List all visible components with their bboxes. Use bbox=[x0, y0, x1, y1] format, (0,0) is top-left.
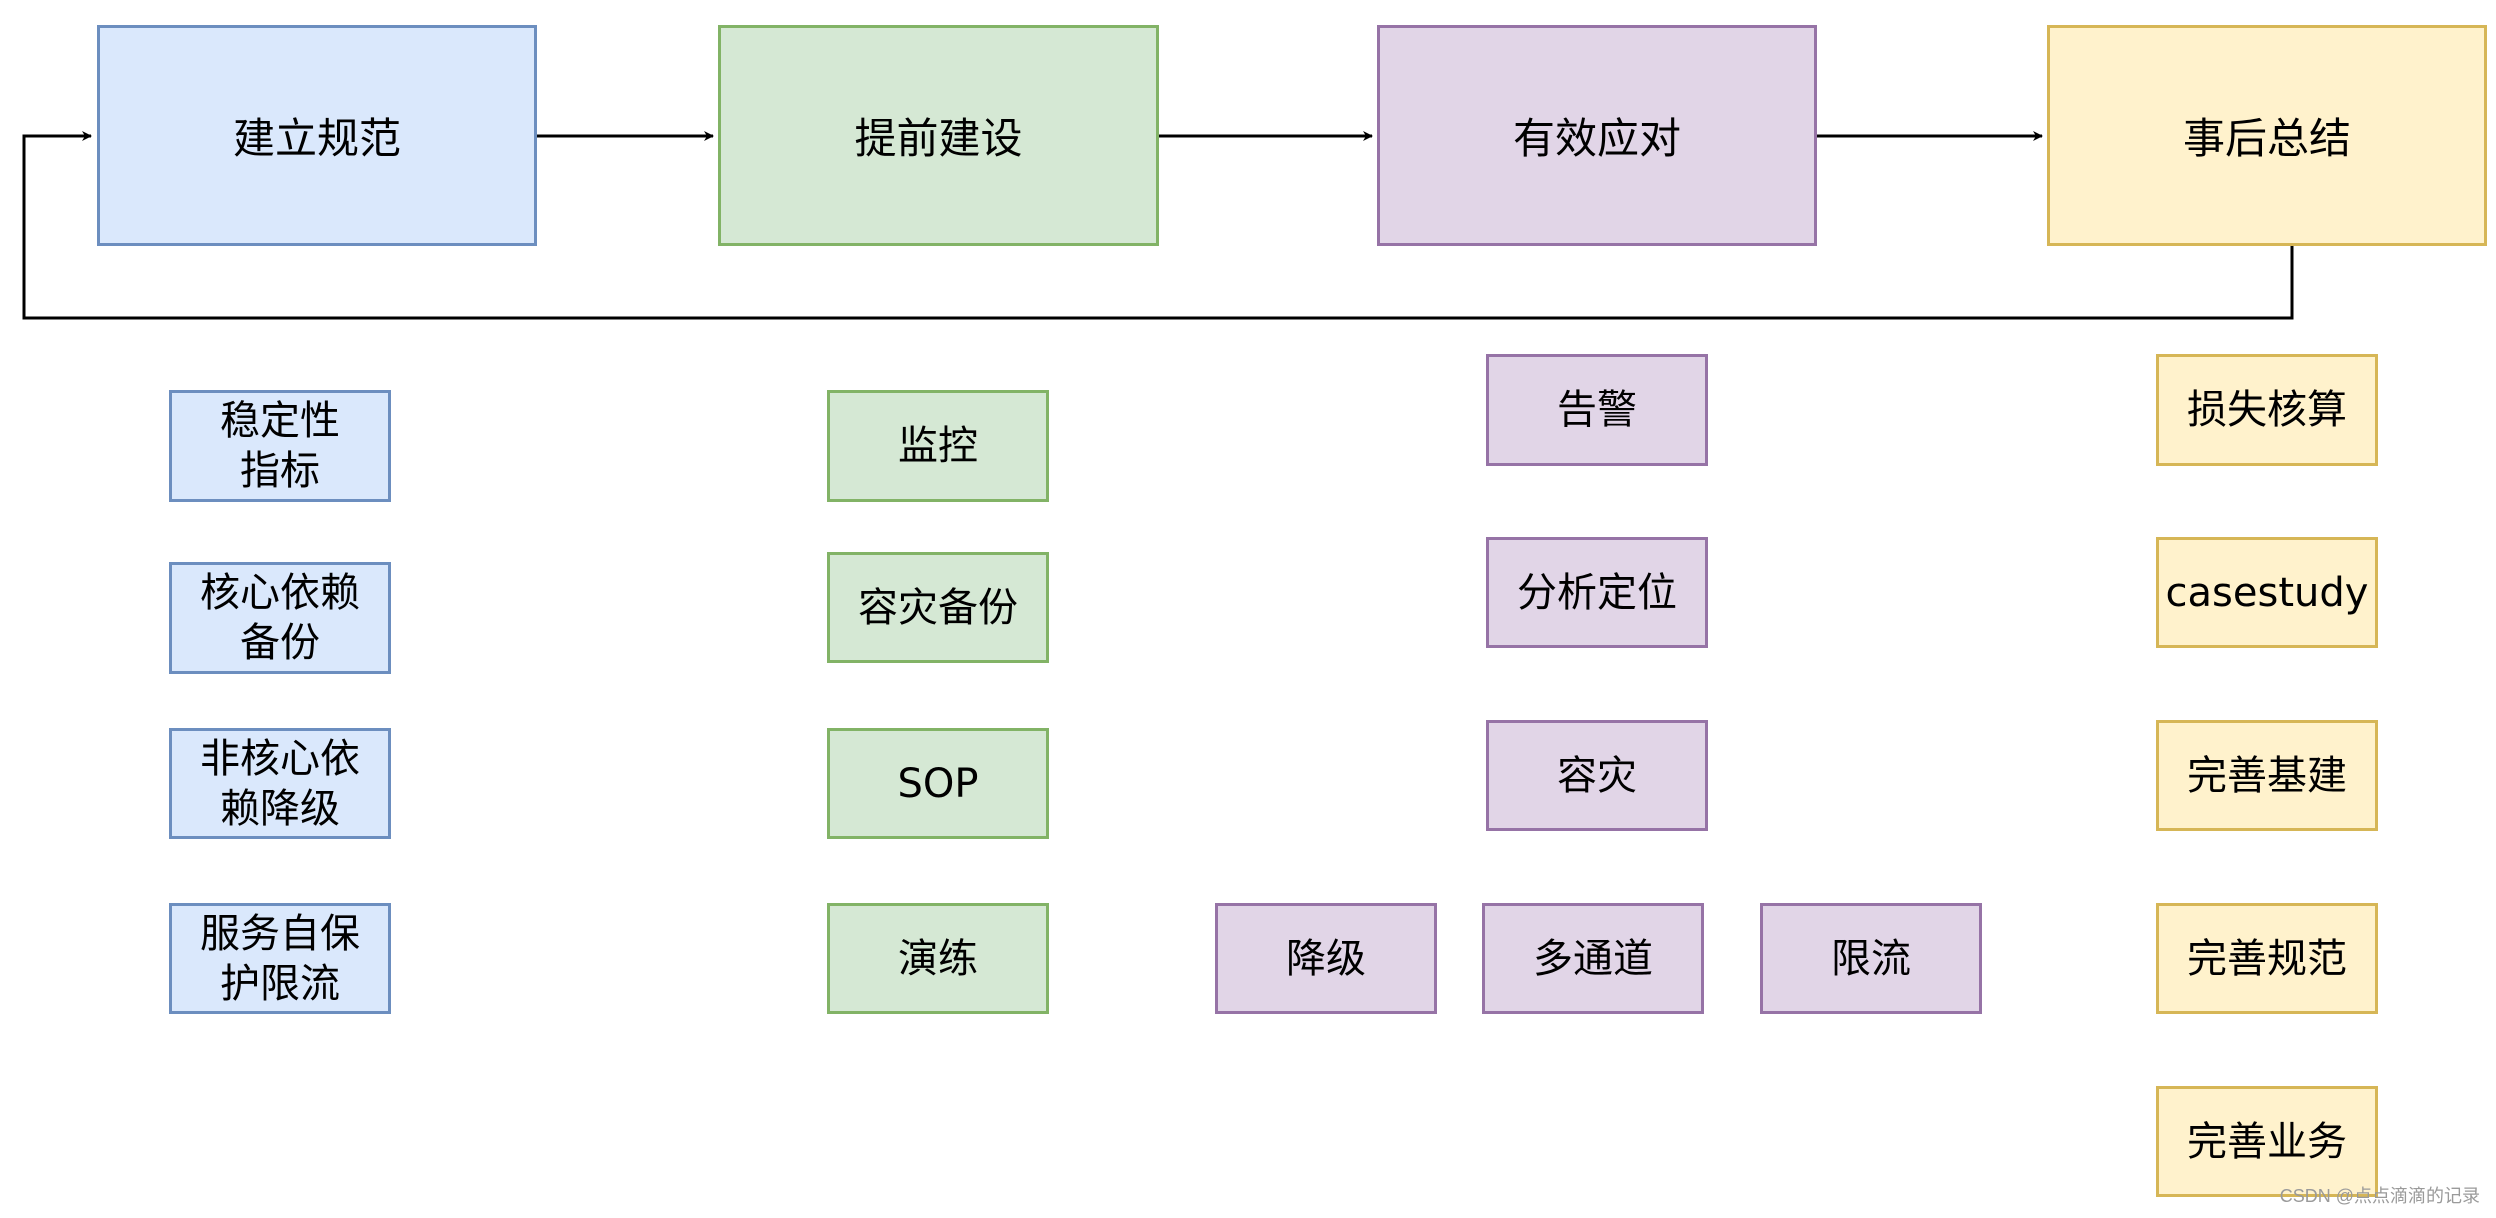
item-line: 指标 bbox=[240, 448, 320, 494]
item-degrade: 降级 bbox=[1215, 903, 1437, 1014]
item-core-dependency-backup: 核心依赖备份 bbox=[169, 562, 391, 674]
watermark: CSDN @点点滴滴的记录 bbox=[2279, 1186, 2480, 1206]
item-line: 核心依赖 bbox=[200, 570, 360, 616]
stage-advance-construction: 提前建设 bbox=[718, 25, 1159, 246]
item-stability-metrics: 稳定性指标 bbox=[169, 390, 391, 502]
feedback-loop-arrow bbox=[22, 131, 2294, 320]
item-line: 非核心依 bbox=[200, 735, 360, 782]
item-rate-limit: 限流 bbox=[1760, 903, 1982, 1014]
item-line: 稳定性 bbox=[220, 398, 340, 444]
item-disaster-recovery: 容灾 bbox=[1486, 720, 1708, 831]
item-non-core-degrade: 非核心依赖降级 bbox=[169, 728, 391, 839]
stage-effective-response: 有效应对 bbox=[1377, 25, 1817, 246]
stage-establish-standards: 建立规范 bbox=[97, 25, 537, 246]
item-dr-backup: 容灾备份 bbox=[827, 552, 1049, 663]
stage-post-summary: 事后总结 bbox=[2047, 25, 2487, 246]
item-loss-accounting: 损失核算 bbox=[2156, 354, 2378, 466]
item-improve-business: 完善业务 bbox=[2156, 1086, 2378, 1197]
item-multi-channel: 多通道 bbox=[1482, 903, 1704, 1014]
item-self-protect-rate-limit: 服务自保护限流 bbox=[169, 903, 391, 1014]
item-sop: SOP bbox=[827, 728, 1049, 839]
item-line: 赖降级 bbox=[220, 785, 340, 832]
item-casestudy: casestudy bbox=[2156, 537, 2378, 648]
item-improve-infrastructure: 完善基建 bbox=[2156, 720, 2378, 831]
item-drill: 演练 bbox=[827, 903, 1049, 1014]
item-line: 备份 bbox=[240, 620, 320, 666]
item-analysis-locate: 分析定位 bbox=[1486, 537, 1708, 648]
item-line: 服务自保 bbox=[200, 910, 360, 957]
item-improve-standards: 完善规范 bbox=[2156, 903, 2378, 1014]
item-alert: 告警 bbox=[1486, 354, 1708, 466]
item-monitoring: 监控 bbox=[827, 390, 1049, 502]
item-line: 护限流 bbox=[220, 960, 340, 1007]
